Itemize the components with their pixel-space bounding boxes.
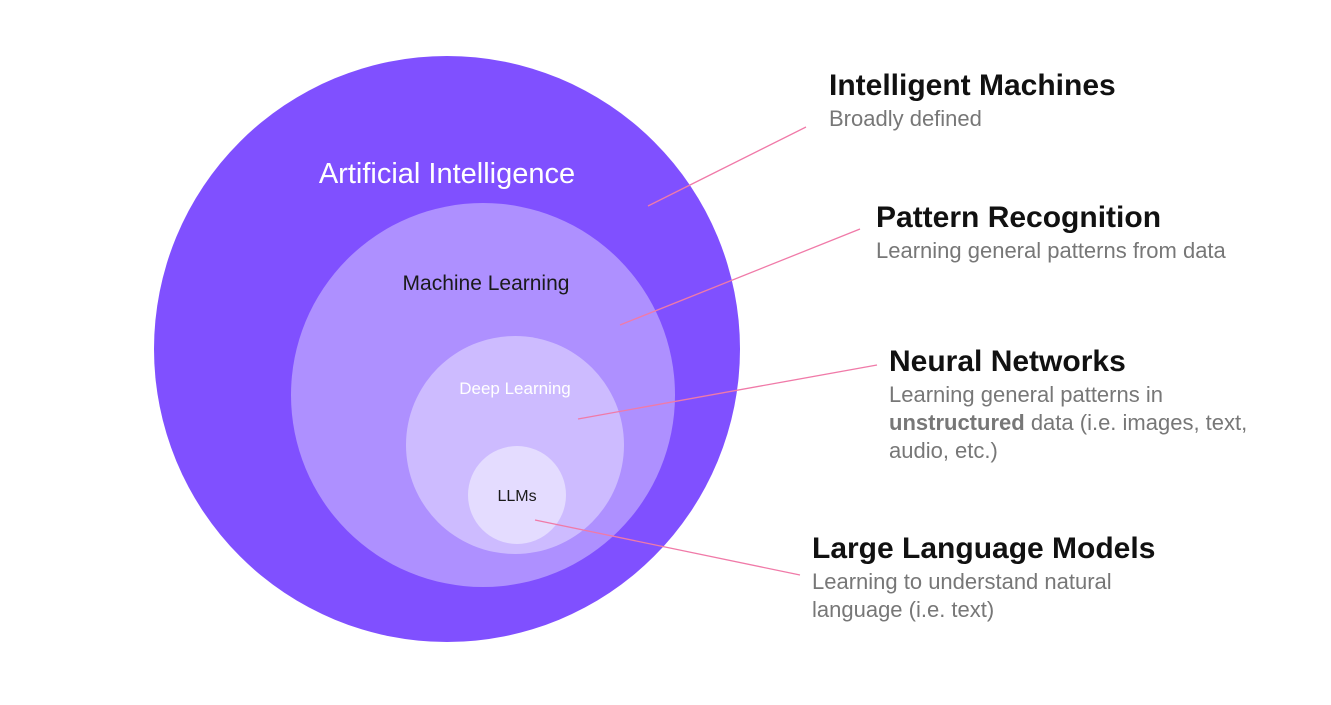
large-language-models-description: Learning to understand natural language … — [812, 569, 1112, 622]
neural-networks-description-after: data (i.e. images, text, audio, etc.) — [889, 410, 1248, 463]
connector-pattern-recognition — [619, 228, 861, 326]
annotation-pattern-recognition: Pattern Recognition Learning general pat… — [876, 201, 1236, 265]
pattern-recognition-description: Learning general patterns from data — [876, 238, 1226, 263]
deep-learning-label: Deep Learning — [459, 379, 571, 398]
deep-learning-circle — [406, 336, 624, 554]
llms-label: LLMs — [497, 488, 536, 505]
connector-large-language-models — [534, 519, 801, 576]
neural-networks-description-emphasis: unstructured — [889, 410, 1025, 435]
annotation-neural-networks: Neural Networks Learning general pattern… — [889, 345, 1249, 465]
connector-neural-networks — [577, 364, 878, 420]
intelligent-machines-description: Broadly defined — [829, 106, 982, 131]
llms-circle — [468, 446, 566, 544]
neural-networks-description-before: Learning general patterns in — [889, 382, 1163, 407]
large-language-models-title: Large Language Models — [812, 532, 1156, 565]
neural-networks-title: Neural Networks — [889, 345, 1126, 378]
machine-learning-label: Machine Learning — [403, 272, 570, 295]
artificial-intelligence-label: Artificial Intelligence — [319, 158, 575, 190]
connector-intelligent-machines — [647, 126, 807, 207]
intelligent-machines-title: Intelligent Machines — [829, 69, 1116, 102]
neural-networks-description: Learning general patterns in unstructure… — [889, 381, 1249, 465]
annotation-intelligent-machines: Intelligent Machines Broadly defined — [829, 69, 1249, 133]
annotation-large-language-models: Large Language Models Learning to unders… — [812, 532, 1192, 624]
pattern-recognition-title: Pattern Recognition — [876, 201, 1162, 234]
